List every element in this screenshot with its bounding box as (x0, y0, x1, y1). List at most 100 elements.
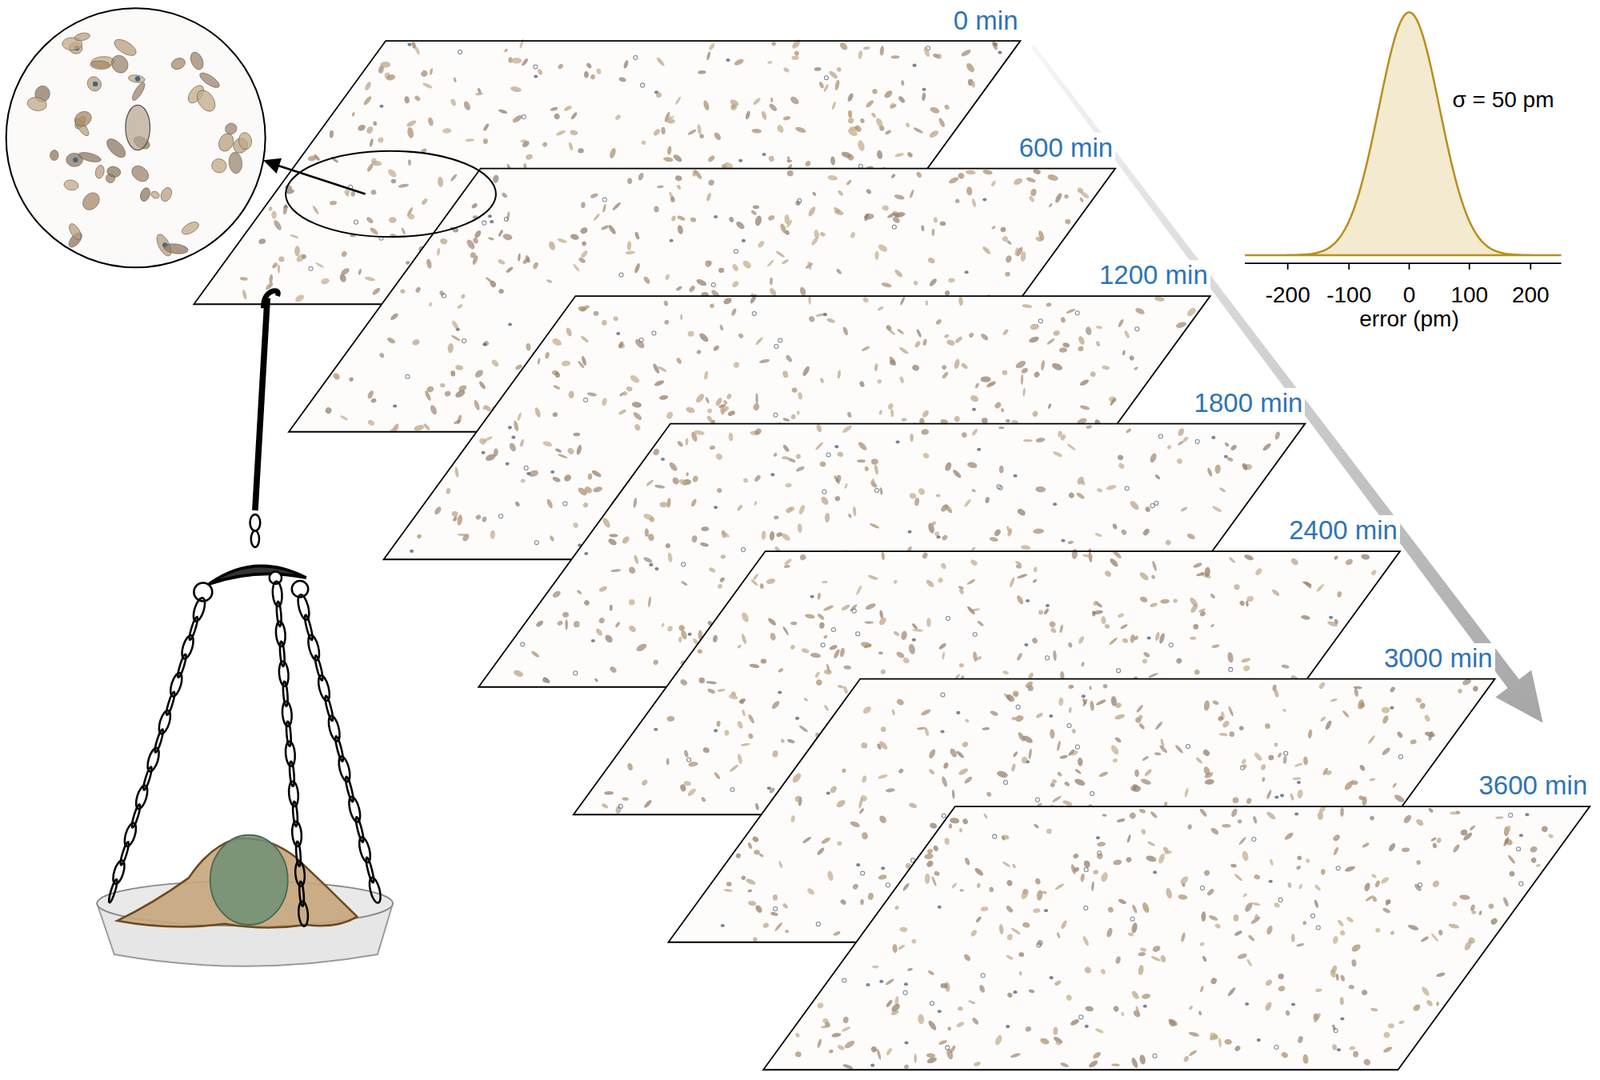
cell (1071, 728, 1077, 735)
cell-dark (1012, 474, 1017, 478)
cell (451, 510, 459, 518)
cell (1141, 658, 1148, 664)
cell (868, 522, 880, 530)
cell (633, 337, 646, 350)
cell (912, 628, 924, 633)
cell (732, 360, 741, 369)
cell-round (482, 220, 487, 225)
cell (716, 488, 723, 494)
cell-dark (741, 239, 746, 243)
cell (940, 534, 948, 542)
cell (898, 346, 909, 356)
cell-round (773, 412, 778, 417)
cell (796, 410, 800, 416)
cell-dark (1389, 706, 1394, 710)
cell (239, 276, 248, 282)
cell (1292, 776, 1301, 780)
cell (916, 487, 927, 497)
cell (478, 380, 488, 390)
cell (790, 621, 797, 625)
cell-dark (511, 436, 516, 440)
cell-round (831, 627, 836, 632)
cell (731, 280, 740, 288)
cell (552, 384, 561, 391)
cell (364, 276, 376, 283)
cell (428, 301, 432, 307)
cell-round (856, 632, 860, 636)
cell (767, 214, 776, 222)
cell (826, 317, 836, 324)
cell (996, 769, 1009, 779)
cell (464, 138, 475, 143)
cell (1025, 176, 1036, 184)
cell (796, 523, 803, 533)
cell (636, 172, 644, 182)
cell (365, 125, 375, 136)
cell (351, 112, 356, 117)
cell (1071, 548, 1078, 560)
cell (864, 602, 877, 612)
cell (622, 59, 629, 69)
cell (632, 497, 638, 508)
cell (1192, 561, 1204, 569)
cell (837, 684, 844, 689)
cell (663, 319, 670, 326)
cell (804, 613, 816, 620)
cell (1116, 612, 1124, 619)
cell (701, 526, 710, 532)
cell (981, 417, 988, 424)
cell (618, 76, 627, 83)
cell (685, 437, 689, 445)
cell (845, 179, 852, 186)
cell (659, 501, 668, 508)
cell (691, 535, 698, 544)
cell-round (892, 224, 896, 229)
cell (976, 620, 985, 628)
cell (628, 373, 641, 384)
cell (932, 216, 938, 224)
cell (413, 45, 421, 56)
cell (450, 320, 460, 331)
cell (609, 604, 613, 612)
cell-round (619, 272, 624, 277)
cell (712, 634, 718, 643)
cell (294, 245, 300, 256)
cell (877, 814, 888, 825)
cell-round (583, 398, 588, 403)
cell (864, 99, 875, 109)
cell (580, 249, 589, 260)
cell-dark (777, 690, 782, 694)
cell (676, 215, 686, 222)
cell (652, 362, 661, 375)
cell (652, 128, 661, 137)
cell-dark (982, 197, 987, 201)
cell (1065, 308, 1076, 315)
cell (339, 414, 348, 421)
cell (1067, 491, 1076, 500)
cell (926, 617, 932, 627)
cell (719, 324, 724, 331)
cell (810, 652, 822, 659)
cell (787, 170, 794, 177)
cell (524, 254, 532, 264)
cell (445, 488, 452, 496)
cell (546, 279, 553, 284)
cell (900, 80, 904, 86)
cell (756, 240, 766, 249)
cell (776, 531, 784, 538)
cell (819, 231, 826, 237)
cell (584, 71, 589, 79)
cell (992, 528, 1002, 537)
cell (1016, 507, 1027, 517)
cell (909, 433, 914, 443)
cell (548, 535, 555, 543)
cell (679, 678, 688, 688)
cell (954, 198, 960, 204)
cell (685, 406, 696, 415)
cell (406, 212, 416, 220)
cell-round (533, 64, 538, 69)
cell (320, 276, 330, 285)
cell (436, 248, 440, 256)
cell-round (534, 540, 539, 545)
cell (482, 340, 490, 348)
